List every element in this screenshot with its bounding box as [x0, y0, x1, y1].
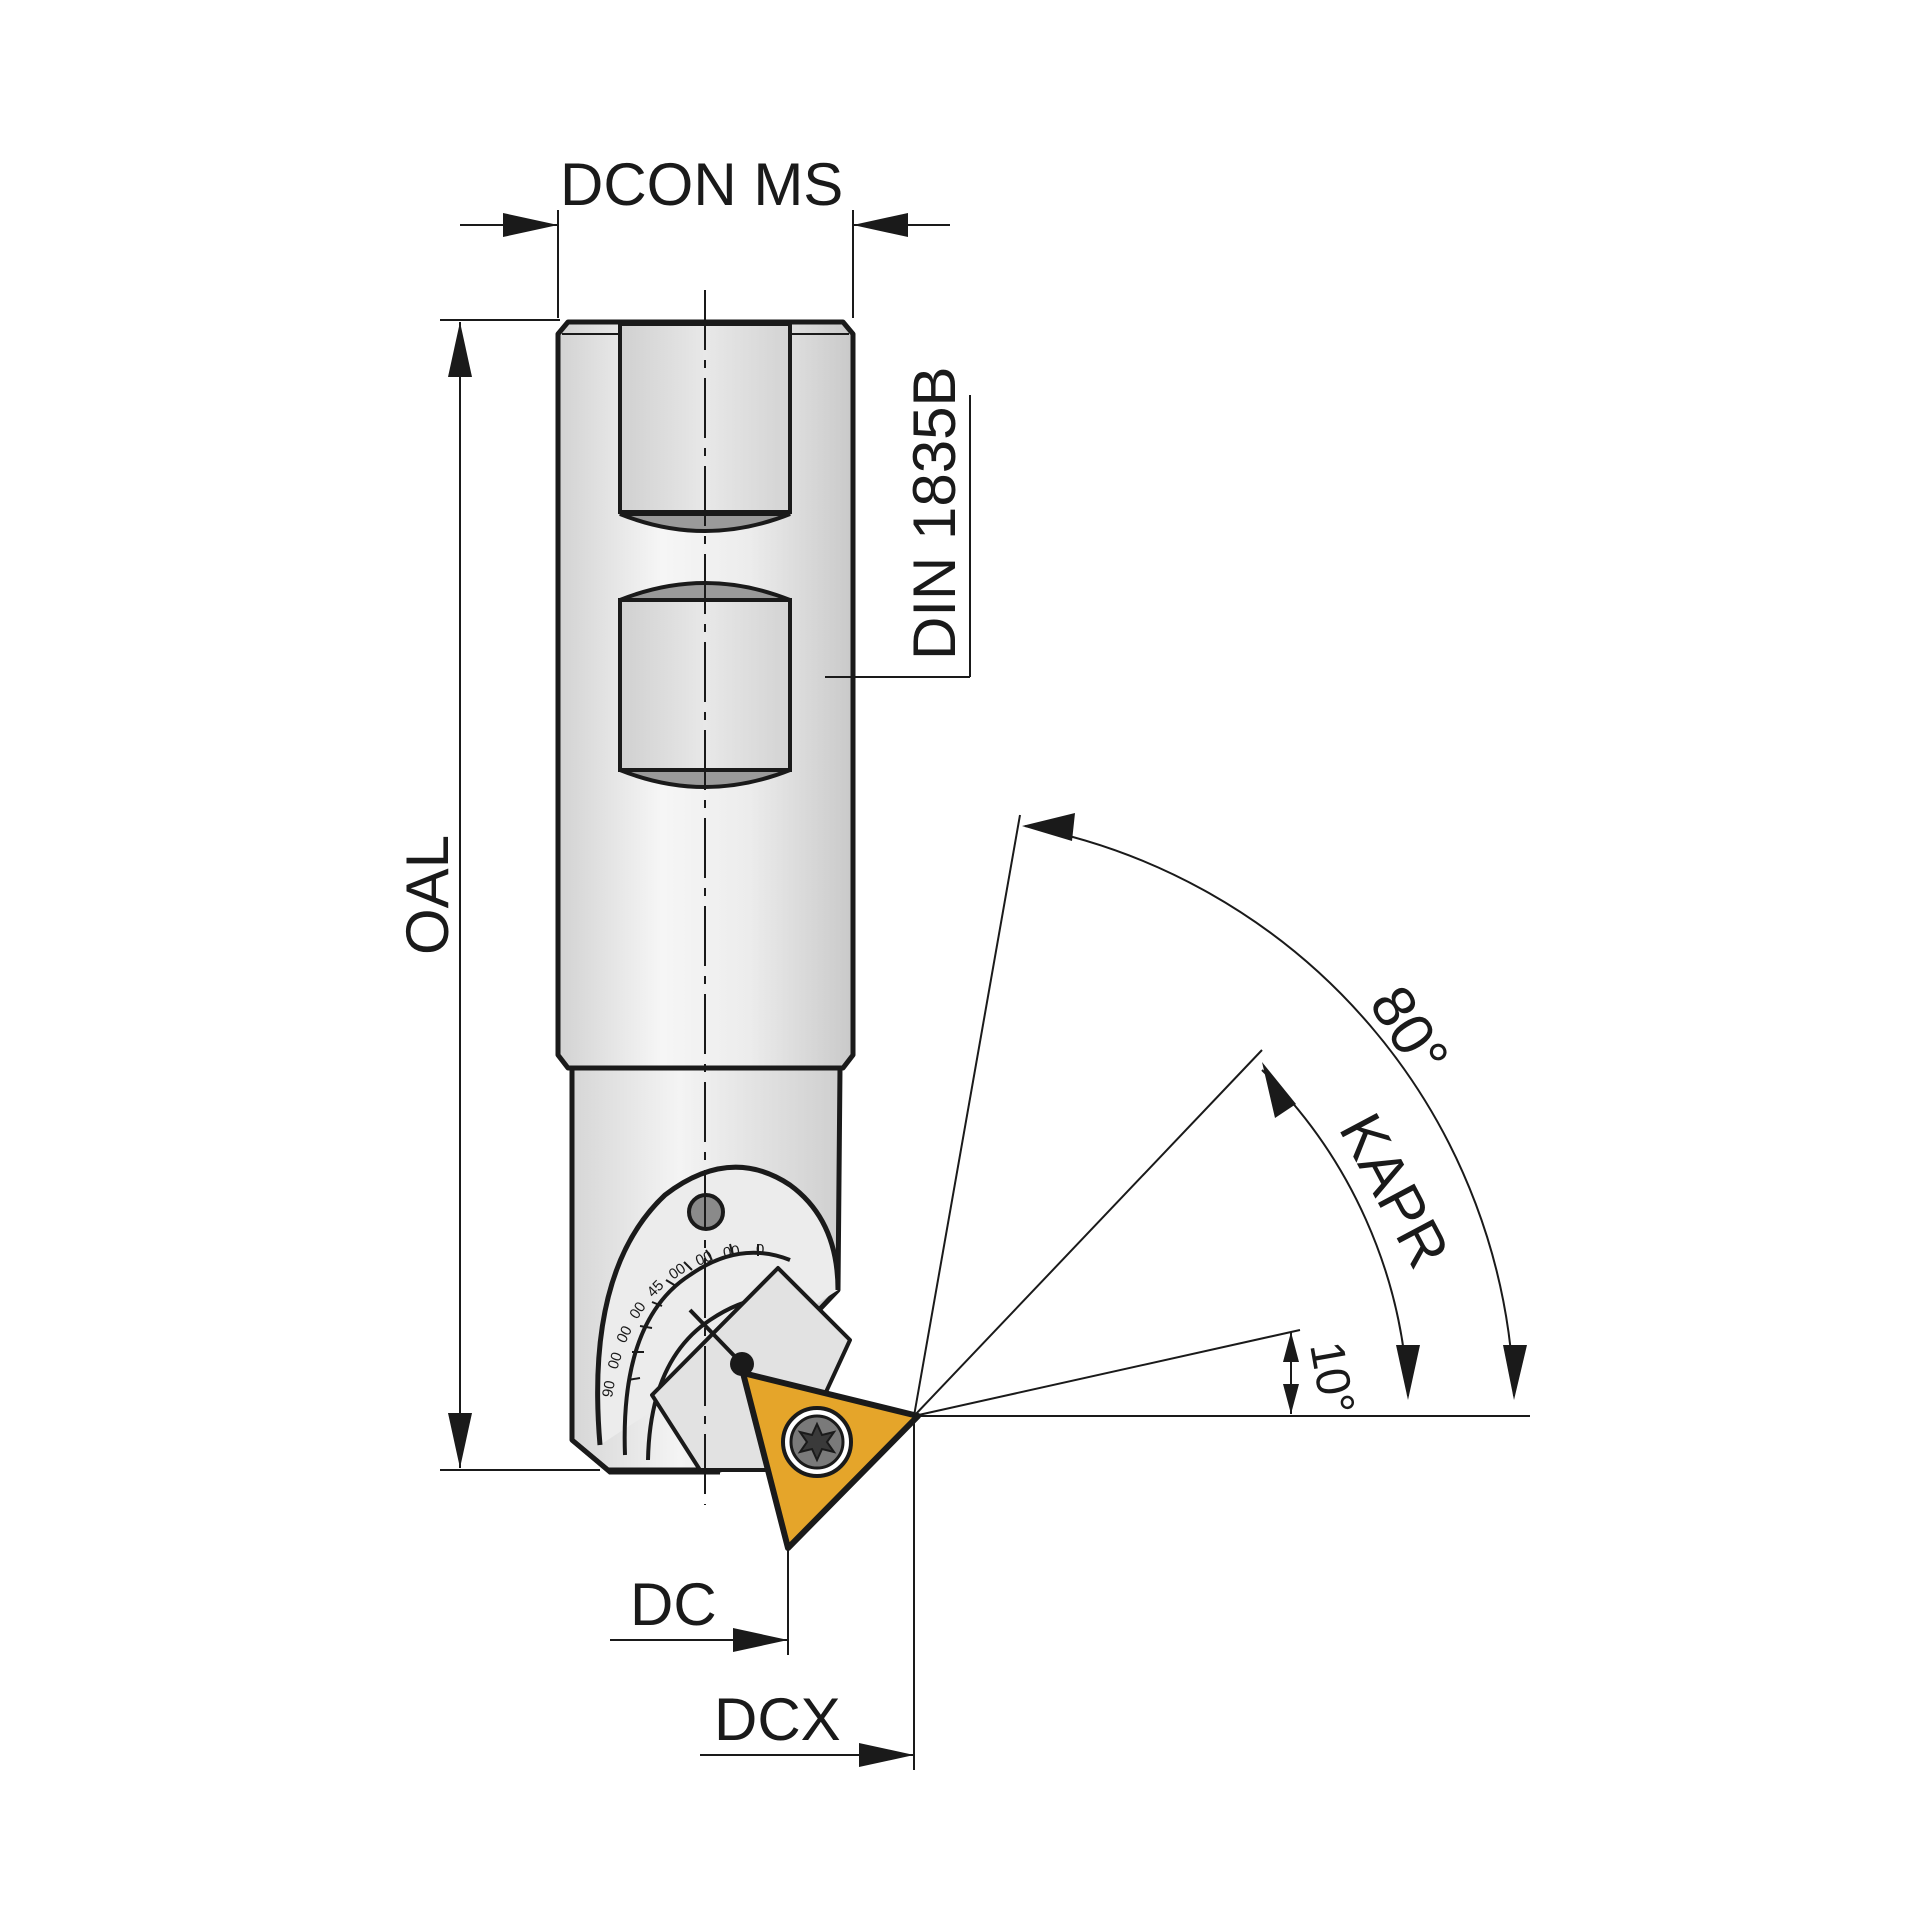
scale-mark: 00 — [613, 1323, 636, 1345]
dim-dcon-ms: DCON MS — [460, 151, 950, 318]
torx-screw-icon — [781, 1406, 853, 1478]
label-dc: DC — [630, 1571, 717, 1638]
cutting-insert — [740, 1370, 921, 1551]
tool-head — [569, 1065, 852, 1475]
scale-mark: 90 — [599, 1379, 619, 1398]
label-dcon-ms: DCON MS — [560, 151, 843, 218]
dim-dc: DC — [610, 1548, 789, 1655]
dim-oal: OAL — [394, 319, 600, 1471]
dim-dcx: DCX — [700, 1420, 915, 1770]
label-dcx: DCX — [714, 1686, 841, 1753]
label-oal: OAL — [394, 835, 461, 955]
scale-mark: 00 — [605, 1350, 626, 1371]
dim-angle-10: 10° — [1283, 1332, 1364, 1418]
scale-mark: 00 — [666, 1260, 689, 1283]
leader-din: DIN 1835B — [825, 367, 971, 678]
scale-mark: 00 — [722, 1242, 741, 1262]
angle-lines — [913, 814, 1530, 1417]
scale-mark: 00 — [626, 1299, 649, 1322]
scale-mark: 0 — [756, 1241, 764, 1258]
label-angle-80: 80° — [1357, 974, 1462, 1086]
label-din: DIN 1835B — [901, 367, 968, 661]
label-angle-10: 10° — [1299, 1338, 1364, 1419]
